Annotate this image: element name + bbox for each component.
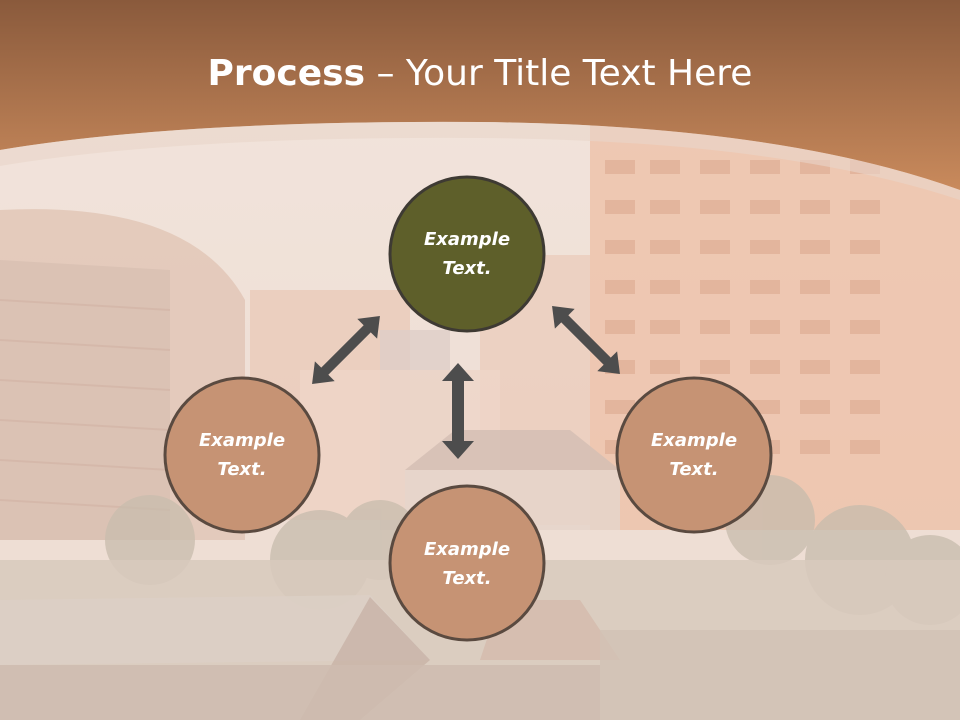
arrow-top-left [312, 316, 380, 384]
node-right-circle [615, 376, 773, 534]
node-bottom-line1: Example [423, 539, 511, 560]
node-bottom-circle [388, 484, 546, 642]
node-right-line1: Example [650, 430, 738, 451]
node-left-line1: Example [198, 430, 286, 451]
arrow-top-right [552, 306, 620, 374]
node-bottom-text: Example Text. [392, 535, 542, 593]
node-right-line2: Text. [669, 459, 719, 480]
node-top-line1: Example [423, 229, 511, 250]
node-bottom-line2: Text. [442, 568, 492, 589]
node-top-text: Example Text. [392, 225, 542, 283]
slide-title: Process – Your Title Text Here [0, 52, 960, 96]
node-right-text: Example Text. [619, 426, 769, 484]
node-left-line2: Text. [217, 459, 267, 480]
node-left-text: Example Text. [167, 426, 317, 484]
node-top-line2: Text. [442, 258, 492, 279]
node-left-circle [163, 376, 321, 534]
node-top-circle [388, 175, 546, 333]
title-bold: Process [207, 53, 366, 94]
title-rest: – Your Title Text Here [365, 53, 753, 94]
arrow-vertical [442, 363, 474, 459]
